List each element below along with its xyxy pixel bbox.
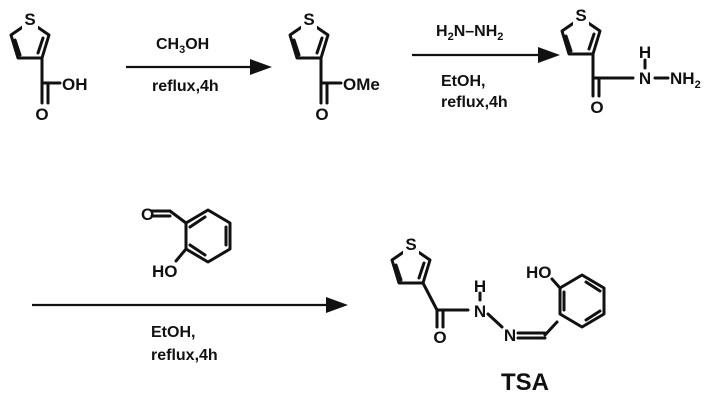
amide-nitrogen-label: N bbox=[639, 69, 651, 88]
amide-nitrogen-label: N bbox=[474, 302, 486, 321]
amide-hydrogen-label: H bbox=[639, 43, 651, 62]
phenol-hydroxyl-label: HO bbox=[526, 263, 552, 282]
methoxy-label: OMe bbox=[343, 75, 380, 94]
reaction-arrow-3 bbox=[32, 297, 348, 313]
amide-hydrogen-label: H bbox=[474, 277, 486, 296]
salicylaldehyde: O HO bbox=[141, 205, 232, 281]
reaction-arrow-1 bbox=[126, 59, 272, 75]
methanol-reagent: CH3OH bbox=[156, 36, 209, 56]
hydroxyl-label: OH bbox=[62, 75, 88, 94]
thiophene-carboxylic-acid: S OH O bbox=[9, 10, 88, 124]
sulfur-label: S bbox=[24, 10, 35, 29]
product-tsa: S O H N N HO bbox=[390, 235, 606, 347]
step2-conditions: reflux,4h bbox=[441, 94, 508, 111]
phenol-hydroxyl-label: HO bbox=[152, 262, 178, 281]
sulfur-label: S bbox=[405, 235, 416, 254]
methyl-thiophene-carboxylate: S OMe O bbox=[288, 10, 380, 124]
carbonyl-oxygen-label: O bbox=[433, 328, 446, 347]
step1-conditions: reflux,4h bbox=[152, 78, 219, 95]
product-name: TSA bbox=[501, 369, 549, 396]
step3-solvent: EtOH, bbox=[151, 324, 195, 341]
sulfur-label: S bbox=[575, 6, 586, 25]
carbonyl-oxygen-label: O bbox=[35, 105, 48, 124]
aldehyde-oxygen-label: O bbox=[141, 205, 154, 224]
reaction-arrow-2 bbox=[412, 47, 560, 63]
carbonyl-oxygen-label: O bbox=[590, 98, 603, 117]
sulfur-label: S bbox=[303, 10, 314, 29]
step3-conditions: reflux,4h bbox=[151, 347, 218, 364]
hydrazine-reagent: H2N–NH2 bbox=[436, 23, 503, 43]
terminal-amine-label: NH2 bbox=[670, 69, 701, 91]
carbonyl-oxygen-label: O bbox=[315, 105, 328, 124]
step2-solvent: EtOH, bbox=[441, 73, 485, 90]
thiophene-carbohydrazide: S O H N NH2 bbox=[560, 6, 701, 117]
imine-nitrogen-label: N bbox=[504, 326, 516, 345]
